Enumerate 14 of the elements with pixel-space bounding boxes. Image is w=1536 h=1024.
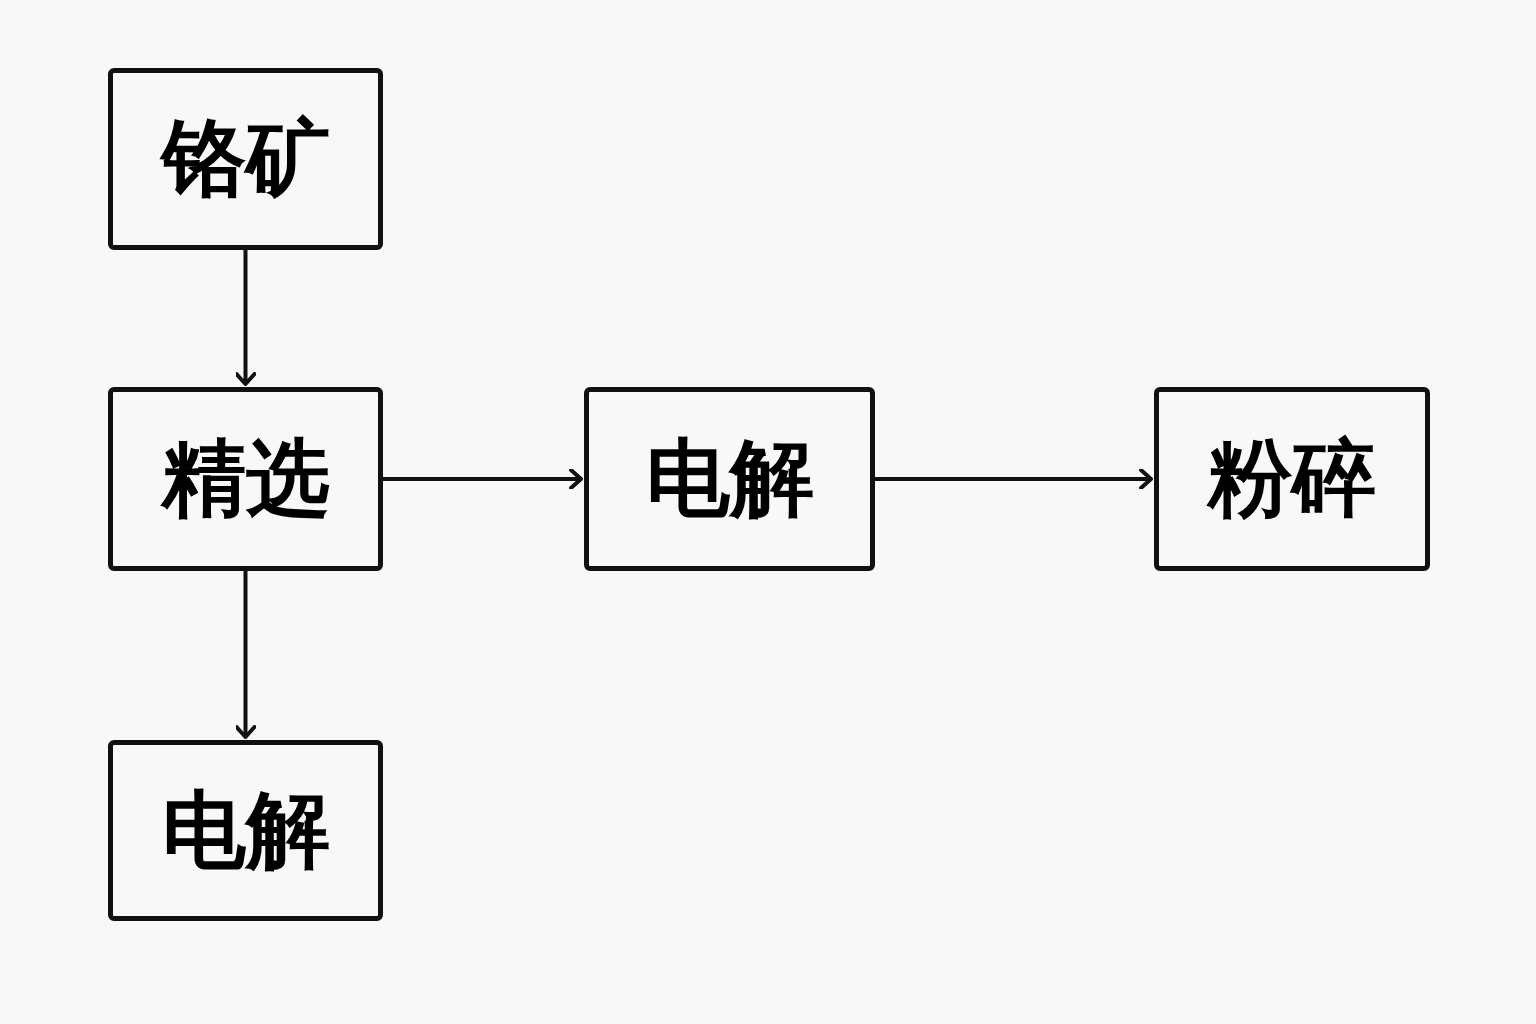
step-label: 电解 — [645, 428, 814, 529]
arrow — [383, 468, 583, 490]
step-label: 电解 — [161, 779, 330, 881]
arrow — [234, 250, 257, 386]
arrow — [875, 468, 1153, 490]
step-label: 铬矿 — [161, 108, 330, 209]
process-box — [1154, 387, 1430, 571]
process-box — [584, 387, 875, 571]
step-label: 粉碎 — [1208, 428, 1376, 529]
process-box — [108, 68, 383, 250]
process-box — [108, 387, 383, 571]
step-label: 精选 — [161, 428, 330, 529]
process-box — [108, 740, 383, 921]
arrow — [234, 571, 257, 739]
